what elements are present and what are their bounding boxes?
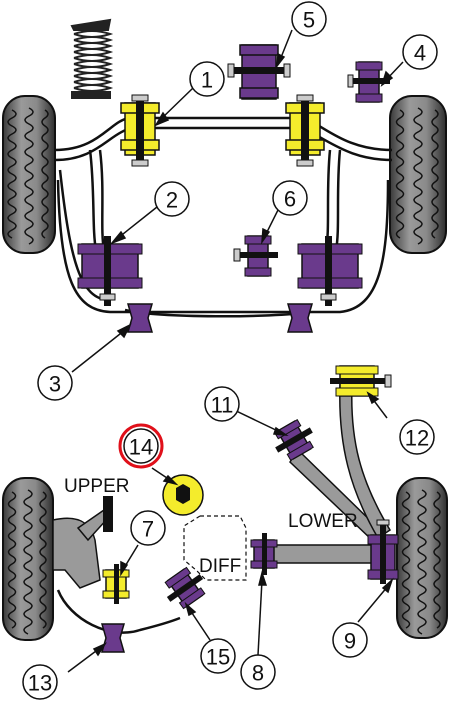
callout-14: 14 bbox=[123, 428, 159, 464]
bush-5-purple bbox=[227, 44, 291, 100]
bush-13-purple bbox=[101, 623, 125, 653]
callout-2: 2 bbox=[154, 181, 190, 217]
svg-text:14: 14 bbox=[129, 435, 153, 460]
label-upper: UPPER bbox=[64, 476, 129, 497]
bush-12-yellow bbox=[330, 365, 392, 397]
diff-outline bbox=[183, 515, 247, 581]
bush-7-yellow bbox=[102, 564, 130, 604]
bush-3-purple bbox=[127, 303, 313, 333]
bush-2-purple bbox=[77, 236, 143, 306]
callout-13: 13 bbox=[22, 664, 58, 700]
label-lower: LOWER bbox=[288, 511, 358, 532]
callout-1: 1 bbox=[189, 61, 225, 97]
bush-4-purple bbox=[347, 61, 390, 103]
svg-text:3: 3 bbox=[49, 372, 61, 397]
svg-text:4: 4 bbox=[414, 41, 426, 66]
bush-1-yellow bbox=[120, 94, 160, 167]
svg-text:12: 12 bbox=[405, 426, 429, 451]
svg-text:2: 2 bbox=[166, 188, 178, 213]
label-diff: DIFF bbox=[199, 556, 241, 577]
highlight-ring-14 bbox=[118, 423, 164, 469]
callout-6: 6 bbox=[272, 180, 308, 216]
callout-15: 15 bbox=[200, 638, 236, 674]
bush-14-yellow bbox=[162, 474, 204, 516]
callout-9: 9 bbox=[332, 622, 368, 658]
tyre-right-bottom bbox=[396, 477, 448, 639]
svg-text:5: 5 bbox=[303, 8, 315, 33]
leader-lines bbox=[67, 29, 404, 673]
tyre-left-top bbox=[2, 95, 56, 254]
tyre-right-top bbox=[389, 95, 447, 254]
bush-15-purple bbox=[164, 566, 206, 610]
bush-8-purple bbox=[250, 533, 278, 575]
callout-7: 7 bbox=[130, 510, 166, 546]
svg-text:11: 11 bbox=[211, 393, 234, 418]
callouts: 1 2 3 4 5 6 7 8 9 11 12 13 14 15 bbox=[22, 1, 438, 700]
tyre-left-bottom bbox=[2, 477, 54, 641]
callout-12: 12 bbox=[399, 419, 435, 455]
svg-text:13: 13 bbox=[28, 671, 52, 696]
bush-11-purple bbox=[274, 418, 314, 462]
callout-8: 8 bbox=[240, 654, 276, 690]
callout-4: 4 bbox=[402, 34, 438, 70]
bush-2-purple-right bbox=[297, 236, 363, 306]
svg-text:9: 9 bbox=[344, 629, 356, 654]
callout-3: 3 bbox=[37, 365, 73, 401]
svg-text:8: 8 bbox=[252, 661, 264, 686]
callout-11: 11 bbox=[204, 386, 240, 422]
svg-text:1: 1 bbox=[201, 68, 213, 93]
coil-spring bbox=[70, 18, 114, 99]
callout-5: 5 bbox=[291, 1, 327, 37]
svg-text:7: 7 bbox=[142, 517, 154, 542]
svg-text:15: 15 bbox=[206, 645, 230, 670]
upper-arm-hub bbox=[52, 496, 181, 634]
bush-9-purple bbox=[367, 519, 399, 584]
bush-6-purple bbox=[233, 235, 278, 277]
svg-text:6: 6 bbox=[284, 187, 296, 212]
bush-1-yellow-right bbox=[285, 94, 325, 167]
